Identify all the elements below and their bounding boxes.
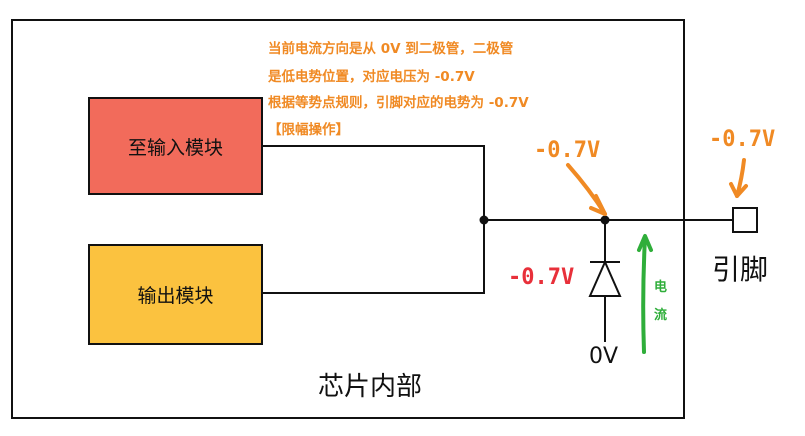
input-module-box: 至输入模块 <box>88 97 263 195</box>
diode-triangle <box>588 259 622 297</box>
annotation-line-3: 根据等势点规则，引脚对应的电势为 -0.7V <box>268 95 529 111</box>
current-arrowhead <box>637 234 653 252</box>
node-pointer-arrowhead <box>589 194 607 216</box>
input-module-label: 至输入模块 <box>127 136 223 159</box>
ground-label: 0V <box>589 344 619 369</box>
annotation-line-1: 当前电流方向是从 0V 到二极管，二极管 <box>268 41 514 57</box>
input-wire <box>263 145 485 220</box>
output-module-label: 输出模块 <box>137 285 214 307</box>
diode-voltage-label: -0.7V <box>508 265 575 290</box>
pin-voltage-label: -0.7V <box>709 127 776 152</box>
node-voltage-label: -0.7V <box>534 138 601 163</box>
current-arrow <box>641 236 647 354</box>
current-label-char-2: 流 <box>654 308 668 323</box>
current-label-char-1: 电 <box>654 280 668 295</box>
pin-label: 引脚 <box>712 253 769 286</box>
annotation-line-2: 是低电势位置，对应电压为 -0.7V <box>268 69 475 85</box>
output-wire <box>263 220 485 294</box>
annotation-line-4: 【限幅操作】 <box>268 122 349 138</box>
pin-square <box>732 207 758 233</box>
pin-pointer-arrowhead <box>729 182 748 198</box>
output-module-box: 输出模块 <box>88 244 263 345</box>
chip-interior-label: 芯片内部 <box>318 372 423 402</box>
junction-dot-left <box>479 215 489 225</box>
